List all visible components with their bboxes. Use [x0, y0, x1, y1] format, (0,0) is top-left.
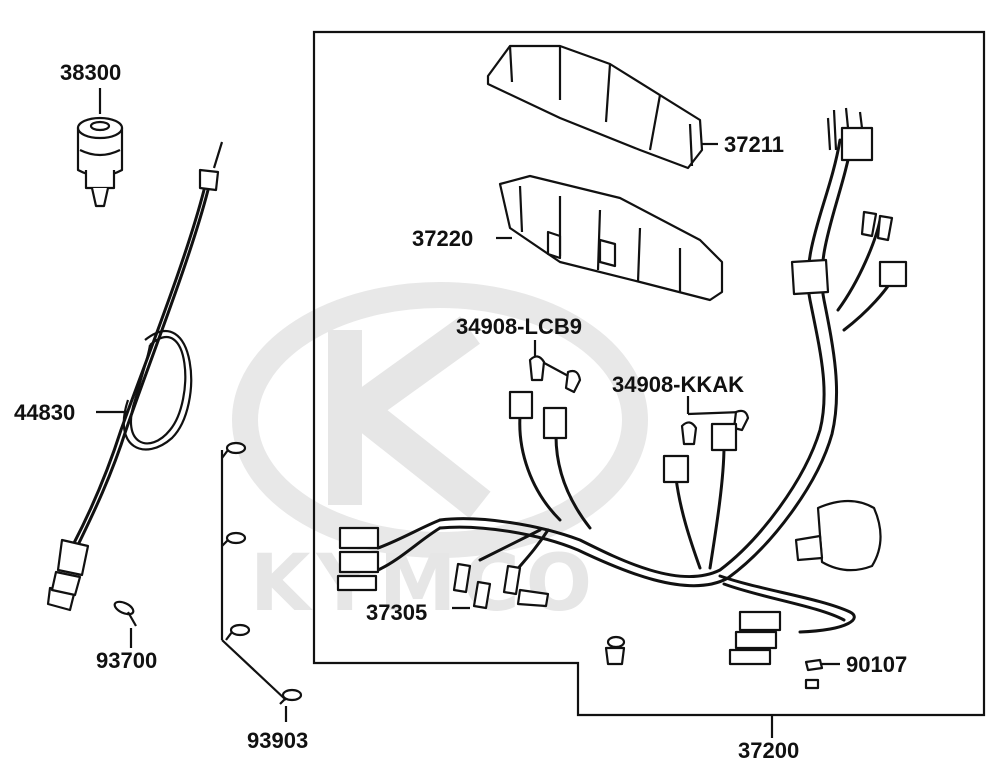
kymco-watermark: KYMCO — [232, 282, 648, 629]
part-93903-screws — [220, 441, 303, 722]
label-37220: 37220 — [412, 226, 473, 251]
part-37200-wiring-harness — [336, 107, 908, 738]
label-93700: 93700 — [96, 648, 157, 673]
part-34908-kkak-bulbs — [680, 396, 750, 446]
label-93903: 93903 — [247, 728, 308, 753]
part-38300-key-switch — [76, 88, 124, 208]
label-38300: 38300 — [60, 60, 121, 85]
part-90107-clips — [604, 635, 840, 690]
label-34908-kkak: 34908-KKAK — [612, 372, 744, 397]
watermark-text: KYMCO — [250, 539, 598, 629]
label-37211: 37211 — [724, 132, 784, 157]
part-37211-meter-case — [486, 44, 718, 170]
part-37220-meter-assembly — [496, 174, 724, 302]
label-37200: 37200 — [738, 738, 799, 763]
harness-assembly-frame — [312, 30, 986, 717]
label-44830: 44830 — [14, 400, 75, 425]
part-34908-lcb9-bulbs — [528, 340, 582, 394]
label-90107: 90107 — [846, 652, 907, 677]
label-34908-lcb9: 34908-LCB9 — [456, 314, 582, 339]
part-93700-screw — [113, 600, 137, 648]
label-37305: 37305 — [366, 600, 427, 625]
part-44830-speedometer-cable — [46, 141, 224, 612]
